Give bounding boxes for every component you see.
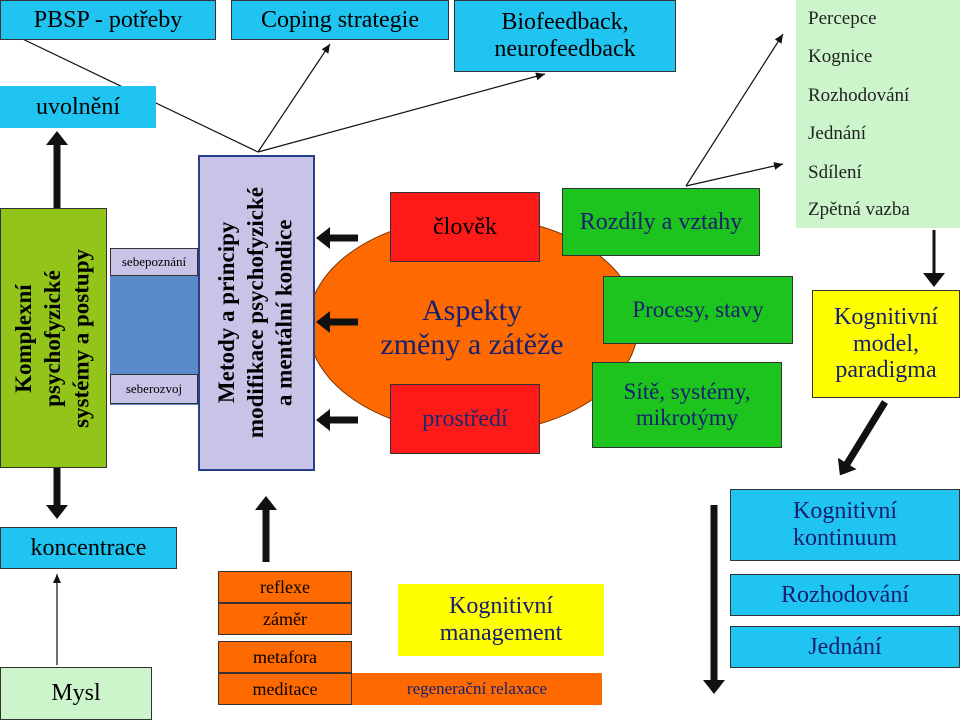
arrow-rozdily-right (685, 162, 784, 187)
list-percepce: Percepce (808, 8, 877, 29)
biofeedback-line2: neurofeedback (494, 36, 636, 62)
mysl-label: Mysl (51, 680, 101, 707)
sebepoznani-box: sebepoznání (110, 248, 198, 276)
mysl-box: Mysl (0, 667, 152, 720)
biofeedback-box: Biofeedback, neurofeedback (454, 0, 676, 72)
site-line1: Sítě, systémy, (623, 379, 751, 405)
prostredi-box: prostředí (390, 384, 540, 454)
coping-box: Coping strategie (231, 0, 449, 40)
metody-line2: modifikace psychofyzické (243, 187, 269, 439)
koncentrace-box: koncentrace (0, 527, 177, 569)
komplexni-line2: psychofyzické (40, 269, 66, 407)
pbsp-label: PBSP - potřeby (33, 6, 183, 33)
komplexni-line1: Komplexní (11, 283, 37, 393)
jednani-box: Jednání (730, 626, 960, 668)
technique-zamer: záměr (218, 603, 352, 635)
site-line2: mikrotýmy (635, 405, 739, 430)
technique-meditace-label: meditace (252, 678, 318, 699)
management-line1: Kognitivní (448, 593, 553, 620)
regeneracni-box: regenerační relaxace (352, 673, 602, 705)
prostredi-label: prostředí (422, 405, 508, 432)
uvolneni-label: uvolnění (36, 93, 120, 120)
list-kognice: Kognice (808, 46, 873, 67)
biofeedback-line1: Biofeedback, (501, 9, 629, 36)
procesy-label: Procesy, stavy (632, 297, 764, 323)
technique-zamer-label: záměr (263, 608, 307, 629)
uvolneni-box: uvolnění (0, 86, 156, 128)
kontinuum-box: Kognitivní kontinuum (730, 489, 960, 561)
arrow-model (837, 400, 888, 476)
list-panel (796, 0, 960, 228)
list-zpetna: Zpětná vazba (808, 199, 910, 220)
jednani-label: Jednání (808, 633, 882, 660)
model-line1: Kognitivní (833, 303, 938, 330)
komplexni-line3: systémy a postupy (68, 248, 94, 428)
pbsp-box: PBSP - potřeby (0, 0, 216, 40)
rozhodovani-box: Rozhodování (730, 574, 960, 616)
coping-label: Coping strategie (261, 6, 419, 33)
site-box: Sítě, systémy, mikrotýmy (592, 362, 782, 448)
metody-line3: a mentální kondice (271, 219, 297, 407)
model-line2: model, (853, 330, 919, 357)
model-line3: paradigma (835, 357, 937, 384)
metody-line1: Metody a principy (214, 222, 240, 404)
rozhodovani-label: Rozhodování (781, 581, 909, 608)
management-box: Kognitivní management (398, 584, 604, 656)
kontinuum-line2: kontinuum (792, 525, 897, 551)
seberozvoj-box: seberozvoj (110, 374, 198, 404)
aspekty-line1: Aspekty (422, 293, 522, 327)
list-rozhodovani: Rozhodování (808, 85, 910, 106)
procesy-box: Procesy, stavy (603, 276, 793, 344)
aspekty-line2: změny a zátěže (380, 328, 564, 361)
technique-metafora-label: metafora (253, 646, 317, 667)
komplexni-text: Komplexní psychofyzické systémy a postup… (10, 249, 96, 428)
kontinuum-line1: Kognitivní (792, 498, 897, 525)
seberozvoj-label: seberozvoj (125, 380, 183, 396)
metody-box: Metody a principy modifikace psychofyzic… (198, 155, 315, 471)
rozdily-label: Rozdíly a vztahy (579, 208, 743, 235)
technique-meditace: meditace (218, 673, 352, 705)
technique-reflexe-label: reflexe (260, 576, 310, 597)
technique-reflexe: reflexe (218, 571, 352, 603)
list-sdileni: Sdílení (808, 162, 862, 183)
arrow-bio (257, 72, 546, 153)
list-jednani: Jednání (808, 123, 867, 144)
regeneracni-label: regenerační relaxace (406, 679, 548, 699)
clovek-box: člověk (390, 192, 540, 262)
aspekty-text: Aspekty změny a zátěže (344, 283, 600, 373)
rozdily-box: Rozdíly a vztahy (562, 188, 760, 256)
metody-text: Metody a principy modifikace psychofyzic… (213, 187, 299, 438)
clovek-label: člověk (433, 213, 497, 240)
technique-metafora: metafora (218, 641, 352, 673)
koncentrace-label: koncentrace (30, 534, 147, 561)
model-box: Kognitivní model, paradigma (812, 290, 960, 398)
management-line2: management (439, 620, 563, 646)
sebepoznani-label: sebepoznání (121, 253, 187, 269)
arrow-coping-top (257, 43, 331, 153)
komplexni-box: Komplexní psychofyzické systémy a postup… (0, 208, 107, 468)
arrow-rozdily-up (685, 33, 784, 187)
